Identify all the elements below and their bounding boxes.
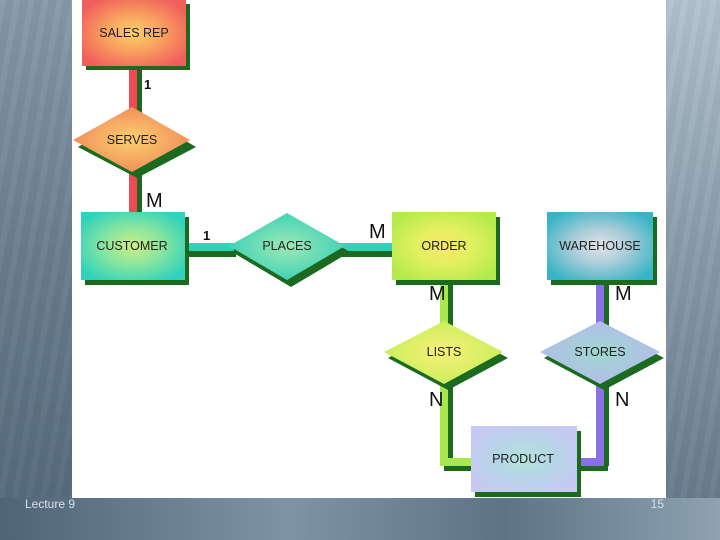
relationship-label-places: PLACES	[262, 239, 311, 253]
cardinality-places-order: M	[369, 221, 386, 243]
entity-label-warehouse: WAREHOUSE	[559, 239, 641, 253]
entity-order[interactable]: ORDER	[392, 212, 500, 285]
connector-shadow-lists-product	[444, 384, 453, 466]
entity-label-sales-rep: SALES REP	[99, 26, 168, 40]
connector-shadow-customer-places	[186, 248, 236, 257]
entity-sales-rep[interactable]: SALES REP	[82, 0, 190, 70]
cardinality-stores-product: N	[615, 389, 629, 411]
relationship-label-stores: STORES	[574, 345, 625, 359]
footer-lecture-label: Lecture 9	[25, 497, 76, 511]
connector-stores-product-h	[576, 458, 604, 466]
background-bottom-band	[0, 498, 720, 540]
relationship-lists[interactable]: LISTS	[384, 321, 508, 390]
footer-page-number: 15	[650, 497, 664, 511]
cardinality-labels: 1 M 1 M M N M N	[144, 77, 632, 411]
cardinality-serves-salesrep: 1	[144, 77, 151, 92]
connector-shadow-salesrep-serves	[133, 70, 142, 120]
relationship-label-serves: SERVES	[107, 133, 158, 147]
cardinality-lists-product: N	[429, 389, 443, 411]
connector-shadow-lists-product-h	[444, 462, 474, 471]
cardinality-places-customer: 1	[203, 228, 210, 243]
connector-stores-product	[596, 382, 604, 464]
connector-warehouse-stores	[596, 282, 604, 324]
connector-shadow-warehouse-stores	[600, 284, 609, 326]
cardinality-serves-customer: M	[146, 190, 163, 212]
connector-shadow-stores-product-h	[578, 462, 608, 471]
connector-shadow-places-order	[342, 248, 394, 257]
connector-places-order	[340, 243, 392, 251]
cardinality-lists-order: M	[429, 283, 446, 305]
entity-label-product: PRODUCT	[492, 452, 554, 466]
connector-customer-places	[184, 243, 234, 251]
connector-lists-product-h	[440, 458, 472, 466]
connector-shadow-serves-customer	[133, 172, 142, 216]
cardinality-stores-warehouse: M	[615, 283, 632, 305]
entity-customer[interactable]: CUSTOMER	[81, 212, 189, 285]
connector-shadow-stores-product	[600, 384, 609, 466]
connector-lists-product	[440, 382, 448, 464]
connector-salesrep-serves	[129, 68, 137, 118]
connector-serves-customer	[129, 170, 137, 214]
background-left-panel	[0, 0, 72, 540]
entity-warehouse[interactable]: WAREHOUSE	[547, 212, 657, 285]
connector-shadow-order-lists	[444, 284, 453, 326]
relationship-label-lists: LISTS	[427, 345, 462, 359]
connector-lines	[129, 68, 609, 471]
connector-order-lists	[440, 282, 448, 324]
relationship-places[interactable]: PLACES	[229, 213, 350, 287]
entity-label-order: ORDER	[421, 239, 466, 253]
background-right-panel	[666, 0, 720, 540]
relationship-serves[interactable]: SERVES	[73, 107, 196, 178]
entity-label-customer: CUSTOMER	[96, 239, 167, 253]
entity-product[interactable]: PRODUCT	[471, 426, 581, 497]
relationship-stores[interactable]: STORES	[540, 321, 664, 390]
